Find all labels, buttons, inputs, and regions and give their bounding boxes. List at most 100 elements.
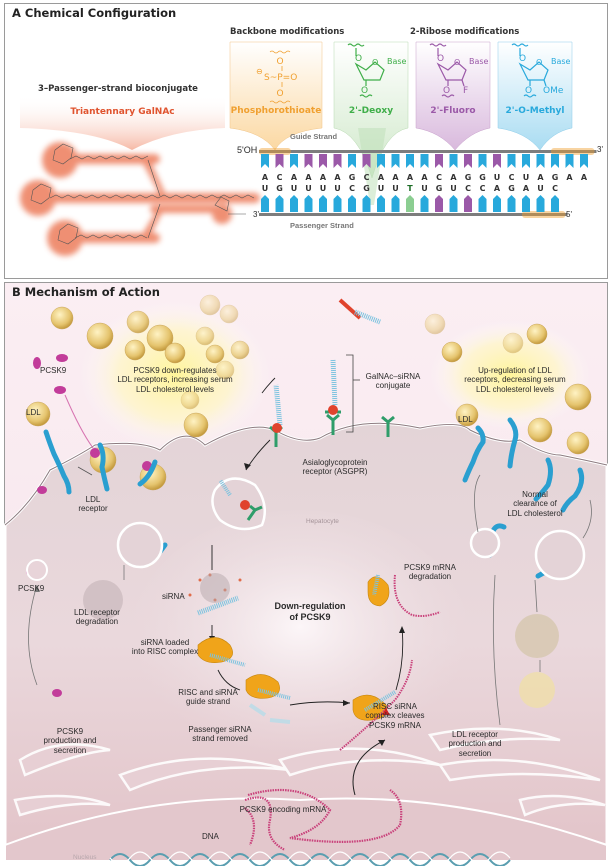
guide-base-letter: A bbox=[378, 173, 385, 182]
risc-complexes bbox=[197, 576, 390, 721]
deoxy-highlight-wedge bbox=[358, 128, 386, 205]
svg-text:S~P=O: S~P=O bbox=[264, 73, 297, 83]
guide-ps-3 bbox=[551, 148, 595, 155]
pcsk9-mrna-encoding bbox=[244, 788, 403, 851]
ldl-particle bbox=[183, 412, 209, 438]
passenger-nucleotide bbox=[507, 195, 516, 212]
guide-nucleotide bbox=[290, 154, 298, 168]
guide-nucleotide bbox=[319, 154, 327, 168]
endosome-right-small bbox=[469, 527, 501, 559]
passenger-5-end: 5' bbox=[566, 210, 572, 219]
guide-nucleotide bbox=[333, 154, 342, 168]
methyl-banner bbox=[497, 41, 573, 151]
guide-base-letter: C bbox=[436, 173, 442, 182]
panel-b-title: B Mechanism of Action bbox=[12, 285, 160, 299]
guide-base-letter: C bbox=[364, 173, 370, 182]
passenger-nucleotide bbox=[391, 195, 400, 212]
passenger-nucleotide bbox=[420, 195, 429, 212]
guide-nucleotide bbox=[261, 154, 269, 168]
degraded-mrna bbox=[393, 574, 441, 617]
mod-2-fluoro: 2'-Fluoro bbox=[430, 106, 476, 116]
svg-text:Base: Base bbox=[551, 57, 571, 66]
passenger-nucleotide bbox=[261, 195, 269, 212]
guide-nucleotide bbox=[435, 154, 443, 168]
passenger-base-letter: U bbox=[421, 184, 428, 193]
cleavage-site bbox=[382, 708, 390, 715]
ldl-particle bbox=[50, 306, 74, 330]
guide-base-letter: G bbox=[465, 173, 472, 182]
guide-3-end: 3' bbox=[597, 145, 603, 154]
guide-base-letter: A bbox=[262, 173, 269, 182]
lysosome-left bbox=[83, 580, 123, 620]
guide-base-letter: G bbox=[479, 173, 486, 182]
passenger-base-letter: U bbox=[305, 184, 312, 193]
passenger-nucleotide bbox=[406, 195, 414, 212]
passenger-nucleotide bbox=[377, 195, 385, 212]
label-ldl-receptor: LDL receptor bbox=[78, 495, 108, 514]
passenger-nucleotide bbox=[435, 195, 443, 212]
passenger-base-letter: G bbox=[363, 184, 370, 193]
passenger-base-letter: C bbox=[349, 184, 355, 193]
pcsk9-vesicle bbox=[26, 559, 48, 581]
svg-text:Base: Base bbox=[469, 57, 489, 66]
svg-text:OMe: OMe bbox=[543, 86, 564, 96]
label-down-regulation: Down-regulation of PCSK9 bbox=[274, 601, 346, 622]
label-asgpr: Asialoglycoprotein receptor (ASGPR) bbox=[302, 458, 368, 477]
guide-nucleotide bbox=[348, 154, 356, 168]
ldl-particle bbox=[215, 360, 235, 380]
svg-text:O: O bbox=[276, 57, 283, 67]
guide-base-letter: A bbox=[537, 173, 544, 182]
ldl-particle bbox=[195, 326, 215, 346]
fluoro-banner bbox=[415, 41, 491, 151]
svg-text:O: O bbox=[519, 54, 526, 64]
svg-text:O: O bbox=[525, 86, 532, 96]
guide-nucleotide bbox=[565, 154, 574, 168]
label-nucleus: Nucleus bbox=[73, 854, 97, 861]
deoxy-structure bbox=[347, 43, 385, 98]
label-normal-clearance: Normal clearance of LDL cholesterol bbox=[507, 490, 563, 518]
guide-nucleotide bbox=[304, 154, 313, 168]
guide-nucleotide bbox=[391, 154, 400, 168]
ldl-particle bbox=[566, 431, 590, 455]
label-ldl-right: LDL bbox=[458, 415, 473, 424]
endosome-left bbox=[116, 521, 164, 569]
phosphorothioate-structure: O ⊖ S~P=O O bbox=[256, 50, 297, 104]
passenger-strand-label: Passenger Strand bbox=[290, 221, 354, 230]
mod-2-o-methyl: 2'-O-Methyl bbox=[505, 106, 565, 116]
guide-base-letter: A bbox=[291, 173, 298, 182]
passenger-base-letter: C bbox=[552, 184, 558, 193]
passenger-nucleotide bbox=[551, 195, 559, 212]
passenger-nucleotide bbox=[536, 195, 545, 212]
label-galnac-sirna-conjugate: GalNAc–siRNA conjugate bbox=[365, 372, 421, 391]
guide-nucleotide bbox=[493, 154, 501, 168]
guide-base-letter: A bbox=[407, 173, 414, 182]
ldl-particle bbox=[86, 322, 114, 350]
mrna-export-arrow bbox=[352, 739, 386, 796]
passenger-base-letter: C bbox=[465, 184, 471, 193]
panel-a-artwork: O ⊖ S~P=O O O O Base O O O bbox=[20, 41, 597, 256]
guide-nucleotide bbox=[377, 154, 385, 168]
triantennary-galnac-structure bbox=[20, 142, 260, 256]
passenger-base-letter: G bbox=[508, 184, 515, 193]
lysosome-right bbox=[515, 614, 559, 658]
svg-text:O: O bbox=[437, 54, 444, 64]
guide-base-letter: C bbox=[277, 173, 283, 182]
guide-base-letter: A bbox=[566, 173, 573, 182]
guide-nucleotide bbox=[522, 154, 530, 168]
backbone-heading: Backbone modifications bbox=[230, 27, 345, 37]
passenger-base-letter: U bbox=[334, 184, 341, 193]
methyl-structure bbox=[511, 43, 549, 98]
guide-base-letter: G bbox=[349, 173, 356, 182]
guide-base-letter: U bbox=[494, 173, 501, 182]
svg-text:O: O bbox=[536, 58, 542, 67]
passenger-base-letter: U bbox=[537, 184, 544, 193]
passenger-base-letter: U bbox=[450, 184, 457, 193]
guide-ps-5 bbox=[259, 148, 291, 155]
guide-nucleotide bbox=[406, 154, 414, 168]
passenger-base-letter: A bbox=[494, 184, 501, 193]
passenger-base-letter: U bbox=[378, 184, 385, 193]
guide-nucleotide bbox=[551, 154, 559, 168]
guide-base-letter: G bbox=[552, 173, 559, 182]
ldl-particle bbox=[564, 383, 592, 411]
guide-nucleotide bbox=[464, 154, 472, 168]
